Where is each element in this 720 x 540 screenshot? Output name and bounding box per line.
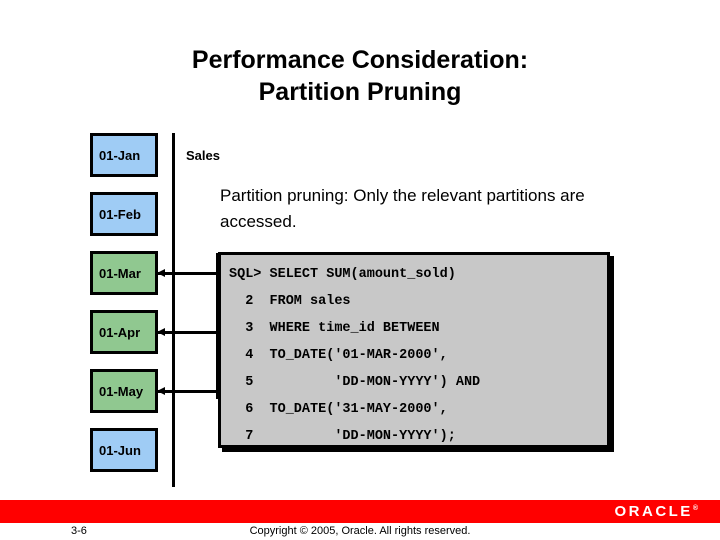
page-number: 3-6 [71, 525, 87, 537]
partition-box-jun: 01-Jun [90, 428, 158, 472]
copyright-notice: Copyright © 2005, Oracle. All rights res… [249, 525, 471, 537]
connector-trunk [216, 253, 219, 399]
sales-table-label: Sales [186, 148, 220, 163]
registered-mark-icon: ® [692, 505, 698, 512]
sql-line: 2 FROM sales [229, 294, 351, 309]
partition-list: 01-Jan 01-Feb 01-Mar 01-Apr 01-May 01-Ju… [90, 133, 176, 487]
partition-box-feb: 01-Feb [90, 192, 158, 236]
partition-label: 01-Feb [99, 206, 141, 222]
arrow-head-icon [157, 269, 165, 277]
partition-label: 01-Apr [99, 324, 141, 340]
connector-arrow-apr [157, 328, 218, 336]
title-line-2: Partition Pruning [258, 78, 462, 106]
title-line-1: Performance Consideration: [191, 46, 529, 74]
partition-box-mar: 01-Mar [90, 251, 158, 295]
partition-box-may: 01-May [90, 369, 158, 413]
sql-line: 7 'DD-MON-YYYY'); [229, 429, 456, 444]
oracle-logo: ORACLE® [614, 503, 698, 520]
partition-label: 01-Mar [99, 265, 141, 281]
sql-line: SQL> SELECT SUM(amount_sold) [229, 267, 456, 282]
sql-line: 4 TO_DATE('01-MAR-2000', [229, 348, 448, 363]
partition-label: 01-Jun [99, 442, 141, 458]
page-title: Performance Consideration: Partition Pru… [60, 44, 660, 108]
table-divider-line [172, 133, 175, 487]
oracle-logo-text: ORACLE [614, 503, 693, 520]
sql-line: 6 TO_DATE('31-MAY-2000', [229, 402, 448, 417]
sql-line: 3 WHERE time_id BETWEEN [229, 321, 440, 336]
partition-label: 01-May [99, 383, 144, 399]
body-paragraph: Partition pruning: Only the relevant par… [220, 186, 585, 231]
partition-box-jan: 01-Jan [90, 133, 158, 177]
connector-arrow-may [157, 387, 218, 395]
partition-label: 01-Jan [99, 147, 141, 163]
sql-code-block: SQL> SELECT SUM(amount_sold) 2 FROM sale… [218, 252, 610, 448]
footer-bar [0, 500, 720, 523]
arrow-head-icon [157, 328, 165, 336]
sql-line: 5 'DD-MON-YYYY') AND [229, 375, 481, 390]
arrow-head-icon [157, 387, 165, 395]
partition-box-apr: 01-Apr [90, 310, 158, 354]
connector-arrow-mar [157, 269, 218, 277]
